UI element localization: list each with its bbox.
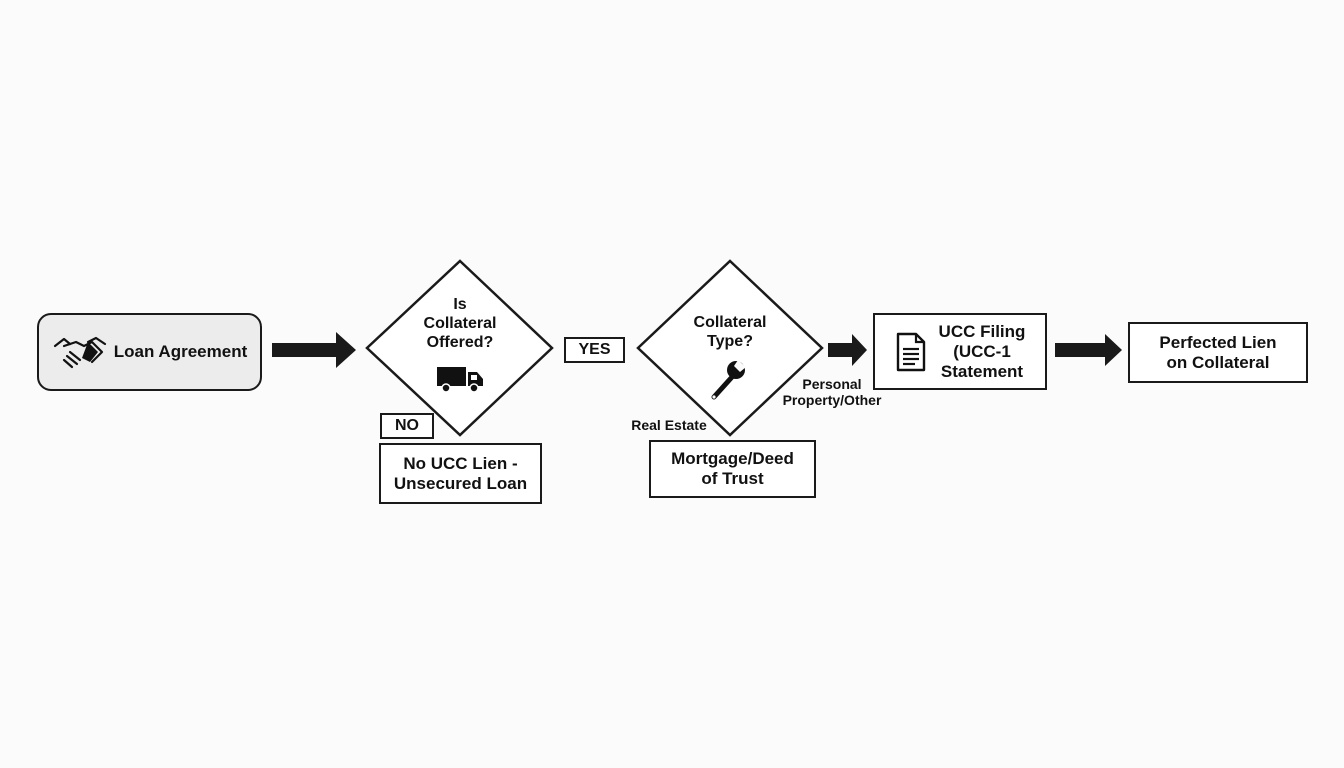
edge-label-yes: YES [564, 337, 625, 363]
edge-label-personal-property: Personal Property/Other [782, 376, 882, 408]
edge-label-no: NO [380, 413, 434, 439]
node-loan-agreement: Loan Agreement [37, 313, 262, 391]
node-ucc-filing: UCC Filing (UCC-1 Statement [873, 313, 1047, 390]
node-ucc-filing-label: UCC Filing (UCC-1 Statement [938, 321, 1026, 381]
arrow-type-to-ucc [828, 334, 867, 366]
edge-label-real-estate: Real Estate [631, 417, 707, 433]
wrench-icon [708, 357, 748, 401]
node-loan-agreement-label: Loan Agreement [113, 342, 248, 361]
node-perfected-lien: Perfected Lien on Collateral [1128, 322, 1308, 383]
decision-collateral-offered-label: Is Collateral Offered? [423, 296, 497, 351]
document-icon [895, 332, 927, 372]
decision-collateral-type [636, 259, 824, 437]
arrow-ucc-to-perfected [1055, 334, 1122, 366]
decision-collateral-type-label: Collateral Type? [693, 314, 767, 350]
truck-icon [436, 364, 484, 394]
handshake-icon [52, 332, 108, 372]
decision-collateral-offered [365, 259, 554, 437]
node-mortgage-deed-of-trust: Mortgage/Deed of Trust [649, 440, 816, 498]
node-no-ucc-lien: No UCC Lien - Unsecured Loan [379, 443, 542, 504]
arrow-loan-to-collateral [272, 332, 356, 368]
